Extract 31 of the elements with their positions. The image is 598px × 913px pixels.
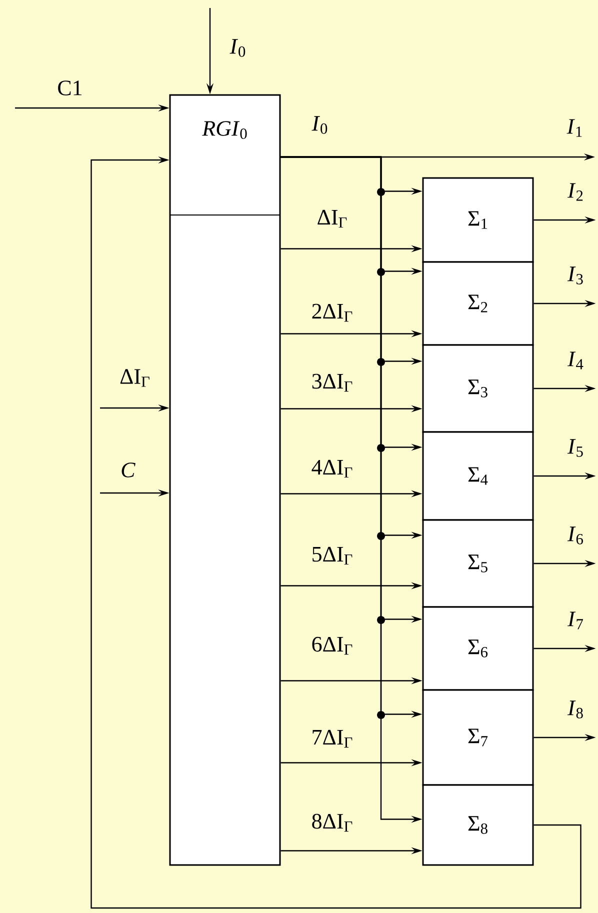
edge-label: C: [122, 462, 136, 478]
edge-label: ΔI$_{Γ}$: [318, 210, 347, 228]
adder-box: Σ$_{8}$: [422, 784, 534, 866]
edge-label: I$_{4}$: [567, 352, 584, 370]
register-box: RGI$_{0}$: [169, 94, 281, 866]
edge-label: I$_{0}$: [230, 39, 246, 57]
edge-label: 5ΔI$_{Γ}$: [312, 546, 352, 565]
edge-label: 7ΔI$_{Γ}$: [312, 730, 352, 748]
edge-label: I$_{5}$: [567, 439, 583, 457]
edge-label: I$_{1}$: [566, 119, 582, 137]
signal-label: I$_{0}$: [312, 116, 328, 134]
adder-box: Σ$_{1}$: [422, 177, 534, 263]
edge-label: 2ΔI$_{Γ}$: [312, 304, 352, 322]
adder-box: Σ$_{7}$: [422, 689, 534, 786]
adder-box: Σ$_{6}$: [422, 606, 534, 691]
edge-label: I$_{8}$: [567, 700, 583, 718]
edge-label: 4ΔI$_{Γ}$: [312, 460, 352, 478]
adder-box: Σ$_{4}$: [422, 431, 534, 521]
adder-box: Σ$_{2}$: [422, 261, 534, 346]
edge-label: I$_{6}$: [567, 526, 583, 544]
adder-box: Σ$_{5}$: [422, 519, 534, 608]
edge-label: 6ΔI$_{Γ}$: [312, 636, 352, 655]
edge-label: 8ΔI$_{Γ}$: [312, 814, 352, 832]
edge-label: C1: [58, 80, 82, 96]
edge-label: I$_{3}$: [567, 266, 583, 284]
edge-label: ΔI$_{Γ}$: [120, 369, 150, 387]
arrow: [90, 156, 582, 909]
adder-box: Σ$_{3}$: [422, 344, 534, 433]
edge-label: I$_{7}$: [567, 612, 583, 630]
edge-label: I$_{2}$: [567, 183, 583, 201]
edge-label: 3ΔI$_{Γ}$: [312, 374, 352, 392]
